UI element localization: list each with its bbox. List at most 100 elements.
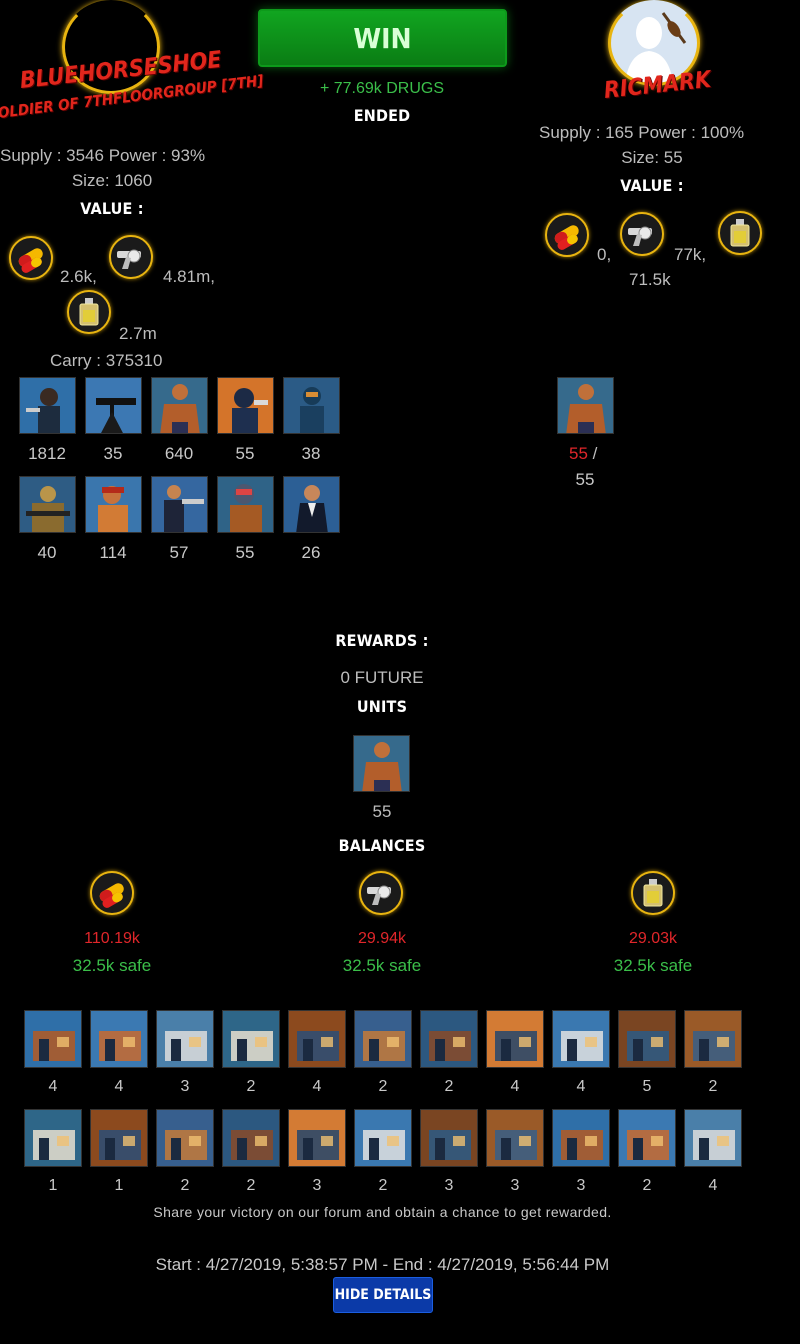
drugs-pill-icon xyxy=(90,871,134,915)
defender-value-weapons: 77k, xyxy=(674,245,707,264)
unit-count: 55 xyxy=(235,543,255,562)
unit-count: 114 xyxy=(99,543,127,562)
building-tile[interactable] xyxy=(222,1109,280,1167)
building-level: 4 xyxy=(576,1078,586,1095)
unit-tile[interactable] xyxy=(217,476,274,533)
defender-value-alcohol: 71.5k xyxy=(629,270,671,289)
defender-unit-lost: 55 xyxy=(569,444,588,463)
avatar-silhouette-icon xyxy=(625,12,687,83)
building-tile[interactable] xyxy=(354,1109,412,1167)
reward-unit-count: 55 xyxy=(372,802,392,821)
revolver-icon xyxy=(359,871,403,915)
rewards-units-label: UNITS xyxy=(356,697,408,716)
unit-tile[interactable] xyxy=(19,476,76,533)
attacker-supply-power: Supply : 3546 Power : 93% xyxy=(0,146,206,165)
unit-tile[interactable] xyxy=(217,377,274,434)
defender-value-drugs: 0, xyxy=(597,245,612,264)
building-level: 1 xyxy=(48,1177,58,1194)
unit-separator: / xyxy=(592,444,598,463)
balance-alcohol-value: 29.03k xyxy=(628,930,678,947)
building-tile[interactable] xyxy=(222,1010,280,1068)
attacker-value-alcohol: 2.7m xyxy=(119,324,157,343)
building-tile[interactable] xyxy=(288,1010,346,1068)
unit-tile[interactable] xyxy=(283,476,340,533)
defender-name[interactable]: RICMARK xyxy=(602,66,713,104)
building-tile[interactable] xyxy=(90,1010,148,1068)
unit-count: 640 xyxy=(164,444,194,463)
building-level: 4 xyxy=(708,1177,718,1194)
building-level: 4 xyxy=(510,1078,520,1095)
drugs-pill-icon xyxy=(545,213,589,257)
building-level: 4 xyxy=(48,1078,58,1095)
perfume-bottle-icon xyxy=(718,211,762,255)
building-tile[interactable] xyxy=(90,1109,148,1167)
building-level: 5 xyxy=(642,1078,652,1095)
balance-drugs-safe: 32.5k safe xyxy=(72,956,152,975)
balance-weapons-safe: 32.5k safe xyxy=(342,956,422,975)
building-level: 4 xyxy=(114,1078,124,1095)
building-tile[interactable] xyxy=(24,1010,82,1068)
defender-unit-total: 55 xyxy=(575,470,595,489)
loot-gain: + 77.69k DRUGS xyxy=(319,80,445,97)
unit-tile[interactable] xyxy=(151,476,208,533)
building-level: 3 xyxy=(180,1078,190,1095)
building-tile[interactable] xyxy=(486,1109,544,1167)
building-tile[interactable] xyxy=(552,1109,610,1167)
attacker-value-weapons: 4.81m, xyxy=(163,267,215,286)
unit-count: 40 xyxy=(37,543,57,562)
building-tile[interactable] xyxy=(24,1109,82,1167)
battle-times: Start : 4/27/2019, 5:38:57 PM - End : 4/… xyxy=(155,1255,610,1274)
building-level: 2 xyxy=(180,1177,190,1194)
building-tile[interactable] xyxy=(156,1109,214,1167)
unit-tile[interactable] xyxy=(151,377,208,434)
rewards-future: 0 FUTURE xyxy=(340,668,424,687)
building-tile[interactable] xyxy=(618,1109,676,1167)
win-button[interactable]: WIN xyxy=(258,9,507,67)
unit-tile[interactable] xyxy=(283,377,340,434)
unit-tile[interactable] xyxy=(557,377,614,434)
building-level: 2 xyxy=(246,1078,256,1095)
unit-tile[interactable] xyxy=(85,377,142,434)
building-tile[interactable] xyxy=(486,1010,544,1068)
reward-unit-tile[interactable] xyxy=(353,735,410,792)
building-tile[interactable] xyxy=(618,1010,676,1068)
balance-alcohol-safe: 32.5k safe xyxy=(613,956,693,975)
unit-count: 1812 xyxy=(28,444,66,463)
share-message: Share your victory on our forum and obta… xyxy=(153,1204,612,1220)
attacker-avatar[interactable] xyxy=(62,0,160,94)
defender-unit-loss: 55 / xyxy=(569,444,597,464)
building-tile[interactable] xyxy=(684,1010,742,1068)
attacker-value-label: VALUE : xyxy=(80,199,144,218)
attacker-size: Size: 1060 xyxy=(71,171,153,190)
building-level: 3 xyxy=(576,1177,586,1194)
unit-tile[interactable] xyxy=(19,377,76,434)
building-level: 3 xyxy=(312,1177,322,1194)
building-tile[interactable] xyxy=(684,1109,742,1167)
revolver-icon xyxy=(109,235,153,279)
defender-avatar[interactable] xyxy=(608,0,700,86)
unit-count: 55 xyxy=(235,444,255,463)
building-tile[interactable] xyxy=(552,1010,610,1068)
perfume-bottle-icon xyxy=(67,290,111,334)
attacker-value-drugs: 2.6k, xyxy=(60,267,97,286)
hide-details-button[interactable]: HIDE DETAILS xyxy=(333,1277,433,1313)
building-tile[interactable] xyxy=(288,1109,346,1167)
building-level: 3 xyxy=(510,1177,520,1194)
perfume-bottle-icon xyxy=(631,871,675,915)
rewards-label: REWARDS : xyxy=(335,631,429,650)
building-tile[interactable] xyxy=(354,1010,412,1068)
building-tile[interactable] xyxy=(420,1109,478,1167)
revolver-icon xyxy=(620,212,664,256)
unit-count: 26 xyxy=(301,543,321,562)
building-level: 1 xyxy=(114,1177,124,1194)
building-level: 2 xyxy=(642,1177,652,1194)
defender-supply-power: Supply : 165 Power : 100% xyxy=(539,123,745,142)
defender-size: Size: 55 xyxy=(621,148,683,167)
building-level: 2 xyxy=(246,1177,256,1194)
drugs-pill-icon xyxy=(9,236,53,280)
building-level: 2 xyxy=(378,1078,388,1095)
unit-tile[interactable] xyxy=(85,476,142,533)
building-tile[interactable] xyxy=(156,1010,214,1068)
balance-weapons-value: 29.94k xyxy=(357,930,407,947)
building-tile[interactable] xyxy=(420,1010,478,1068)
